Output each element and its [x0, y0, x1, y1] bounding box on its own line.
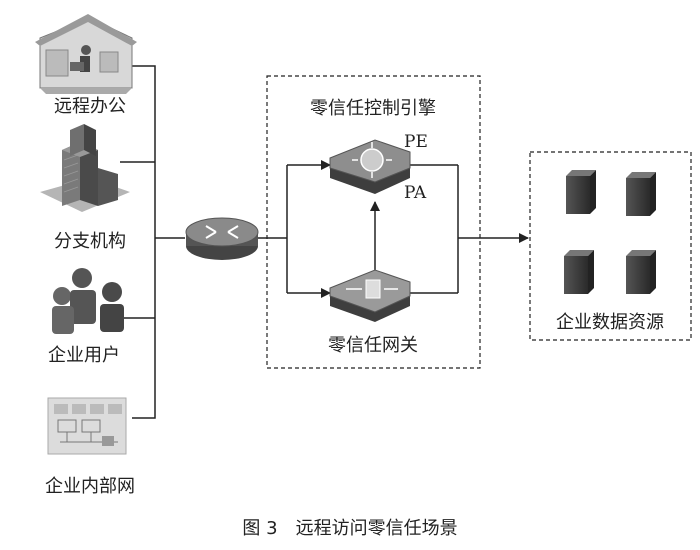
remote-office-label: 远程办公	[54, 96, 126, 117]
resources-label: 企业数据资源	[556, 312, 664, 333]
enterprise-user-label: 企业用户	[48, 345, 120, 366]
server-icon	[626, 172, 656, 216]
building-icon	[40, 124, 130, 212]
server-icon	[566, 170, 596, 214]
resources-box	[529, 151, 692, 341]
house-icon	[35, 14, 137, 94]
server-icon	[564, 250, 594, 294]
gateway-label: 零信任网关	[328, 335, 418, 356]
intranet-label: 企业内部网	[45, 476, 135, 497]
server-icon	[626, 250, 656, 294]
control-engine-label: 零信任控制引擎	[310, 98, 436, 119]
pa-label: PA	[404, 183, 427, 203]
intranet-icon	[47, 397, 127, 455]
zero-trust-box	[266, 75, 481, 369]
branch-label: 分支机构	[54, 231, 126, 252]
pe-label: PE	[404, 132, 428, 152]
gateway-icon	[329, 269, 411, 322]
control-engine-icon	[329, 139, 411, 194]
left-connector-lines	[118, 65, 529, 419]
users-icon	[52, 268, 124, 334]
figure-caption: 图 3 远程访问零信任场景	[242, 518, 457, 539]
router-icon	[185, 217, 259, 260]
